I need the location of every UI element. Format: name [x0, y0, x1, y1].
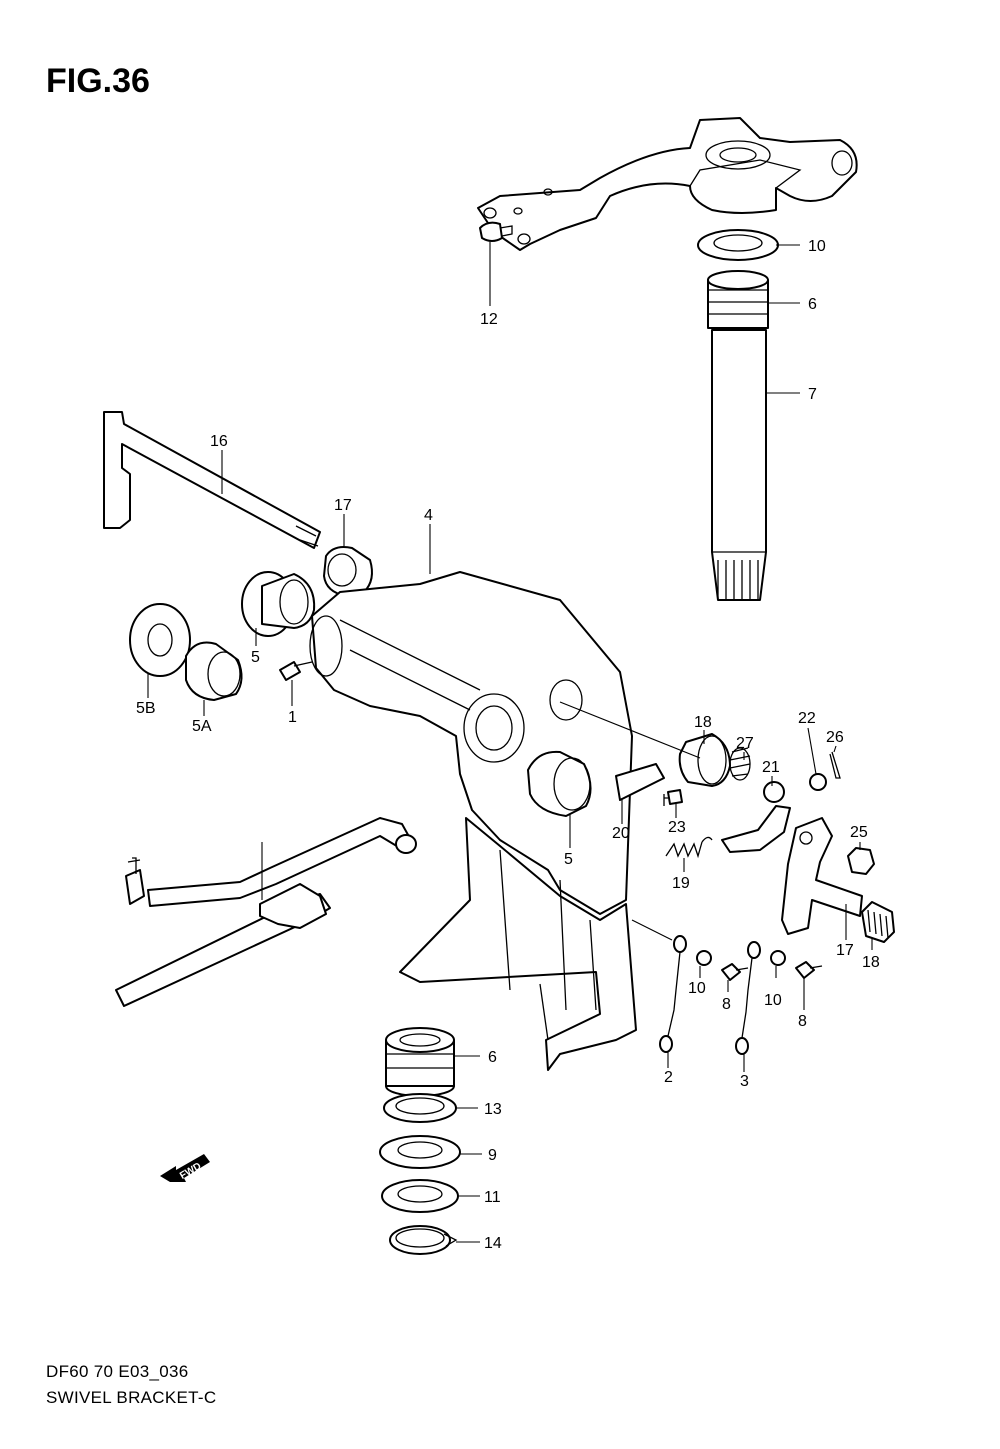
- callout-18: 18: [862, 954, 880, 971]
- bushing-17-top: [323, 546, 373, 597]
- callout-7: 7: [808, 386, 817, 403]
- callout-16: 17: [836, 942, 854, 959]
- callout-5-right: 5: [564, 851, 573, 868]
- washer-22: [809, 773, 827, 791]
- bushing-6-upper: [707, 270, 769, 329]
- bolt-8-b: [795, 961, 823, 979]
- washer-9-lower: [379, 1135, 461, 1169]
- bracket-21: [615, 763, 665, 801]
- callout-labels: 10 6 7 12 16 17 4 5 5B 5A 1 18 22 26 27 …: [136, 238, 880, 1252]
- callout-9-upper: 10: [808, 238, 826, 255]
- bolt-8-a: [721, 963, 749, 981]
- swivel-bracket-4: [309, 571, 637, 1071]
- callout-8-a: 8: [722, 996, 731, 1013]
- callout-6-upper: 6: [808, 296, 817, 313]
- callout-22: 22: [798, 710, 816, 727]
- grease-nipple-1: [279, 661, 313, 681]
- washer-10-a: [696, 950, 712, 966]
- callout-24: 25: [850, 824, 868, 841]
- callout-9-lower: 9: [488, 1147, 497, 1164]
- spring-26: [729, 747, 751, 781]
- nut-24: [847, 847, 875, 875]
- pin-25: [829, 751, 841, 779]
- callout-2: 2: [664, 1069, 673, 1086]
- callout-10-a: 10: [688, 980, 706, 997]
- callout-20: 21: [762, 759, 780, 776]
- callout-3: 3: [740, 1073, 749, 1090]
- washer-10-b: [770, 950, 786, 966]
- washer-9-upper: [697, 229, 779, 261]
- callout-5B: 5B: [136, 700, 156, 717]
- callout-19: 19: [672, 875, 690, 892]
- bushing-5A: [185, 641, 243, 701]
- figure-name: SWIVEL BRACKET-C: [46, 1388, 217, 1407]
- tilt-rod-15: [103, 411, 321, 549]
- washer-5B: [129, 603, 191, 677]
- callout-8-b: 8: [798, 1013, 807, 1030]
- bushing-6-lower: [385, 1027, 455, 1097]
- ground-wire-2: [659, 935, 687, 1053]
- bolt-12: [479, 221, 513, 242]
- figure-code: DF60 70 E03_036: [46, 1362, 189, 1381]
- cam-20: [763, 781, 785, 803]
- spring-19: [665, 836, 713, 859]
- callout-17-right: 18: [694, 714, 712, 731]
- ground-wire-3: [735, 941, 761, 1055]
- bolt-23: [663, 789, 683, 806]
- callout-25: 26: [826, 729, 844, 746]
- callout-21: 20: [612, 825, 630, 842]
- callout-13: 13: [484, 1101, 502, 1118]
- steering-link-27: [115, 817, 417, 1007]
- callout-1: 1: [288, 709, 297, 726]
- ring-13: [383, 1093, 457, 1123]
- knob-18: [861, 901, 895, 943]
- callout-5-left: 5: [251, 649, 260, 666]
- steering-arm-part: [477, 117, 858, 251]
- steering-shaft-7: [711, 329, 767, 601]
- callout-6-lower: 6: [488, 1049, 497, 1066]
- bushing-17-right: [678, 733, 731, 787]
- callout-14: 14: [484, 1235, 502, 1252]
- lever-20: [721, 805, 791, 853]
- figure-title: FIG.36: [46, 62, 150, 100]
- callout-23: 23: [668, 819, 686, 836]
- callout-5A: 5A: [192, 718, 212, 735]
- forward-direction-arrow: FWD: [160, 1154, 210, 1182]
- leader-lines: [147, 242, 873, 1243]
- callout-10-b: 10: [764, 992, 782, 1009]
- direction-label: FWD: [178, 1161, 203, 1182]
- circlip-14: [389, 1225, 458, 1255]
- callout-12: 12: [480, 311, 498, 328]
- callout-11: 11: [484, 1189, 501, 1206]
- washer-11: [381, 1179, 459, 1213]
- callout-26: 27: [736, 735, 754, 752]
- bushing-5-left: [241, 571, 316, 637]
- bushing-5-right: [527, 750, 592, 817]
- callout-17-top: 17: [334, 497, 352, 514]
- callout-15: 16: [210, 433, 228, 450]
- callout-4: 4: [424, 507, 433, 524]
- tilt-lever-16: [781, 817, 863, 935]
